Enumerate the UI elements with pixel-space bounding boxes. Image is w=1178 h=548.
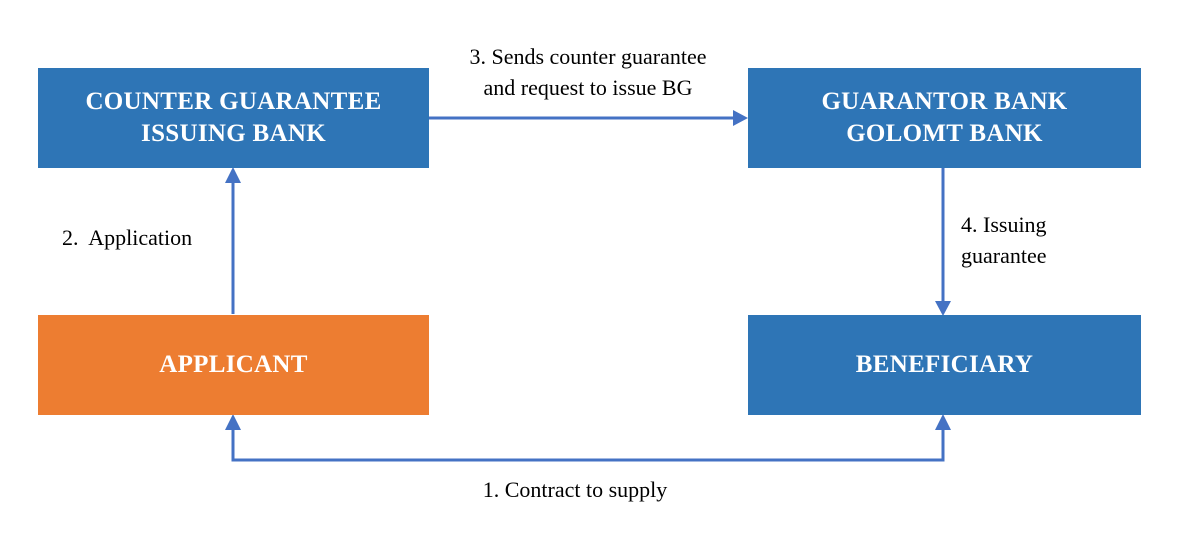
arrow-application-head xyxy=(225,167,241,183)
box-counter-guarantee-issuing-bank: COUNTER GUARANTEE ISSUING BANK xyxy=(38,68,429,168)
box-label-line: ISSUING BANK xyxy=(141,120,326,147)
arrow-send-head xyxy=(733,110,748,126)
box-guarantor-bank: GUARANTOR BANK GOLOMT BANK xyxy=(748,68,1141,168)
label-line: 3. Sends counter guarantee xyxy=(469,44,707,69)
label-send-counter-guarantee: 3. Sends counter guarantee and request t… xyxy=(430,41,746,103)
box-label-line: COUNTER GUARANTEE xyxy=(85,88,382,115)
arrow-contract-head-applicant xyxy=(225,414,241,430)
arrow-contract-line xyxy=(231,429,945,462)
label-contract-to-supply: 1. Contract to supply xyxy=(482,477,668,502)
box-label-line: GOLOMT BANK xyxy=(846,120,1043,147)
box-applicant: APPLICANT xyxy=(38,315,429,415)
label-issuing-guarantee: 4. Issuing guarantee xyxy=(961,209,1047,271)
label-application: 2. Application xyxy=(62,225,193,250)
arrow-application xyxy=(225,167,241,314)
label-line: 4. Issuing xyxy=(961,212,1047,237)
label-line: guarantee xyxy=(961,243,1047,268)
arrow-send-counter-guarantee xyxy=(429,110,748,126)
arrow-issuing-head xyxy=(935,301,951,316)
box-label-line: BENEFICIARY xyxy=(855,351,1034,378)
arrow-contract-head-beneficiary xyxy=(935,414,951,430)
box-label-line: APPLICANT xyxy=(159,351,308,378)
arrow-contract-to-supply xyxy=(225,414,951,462)
box-label-line: GUARANTOR BANK xyxy=(821,88,1068,115)
arrow-issuing-guarantee xyxy=(935,168,951,316)
box-beneficiary: BENEFICIARY xyxy=(748,315,1141,415)
label-line: and request to issue BG xyxy=(483,75,693,100)
